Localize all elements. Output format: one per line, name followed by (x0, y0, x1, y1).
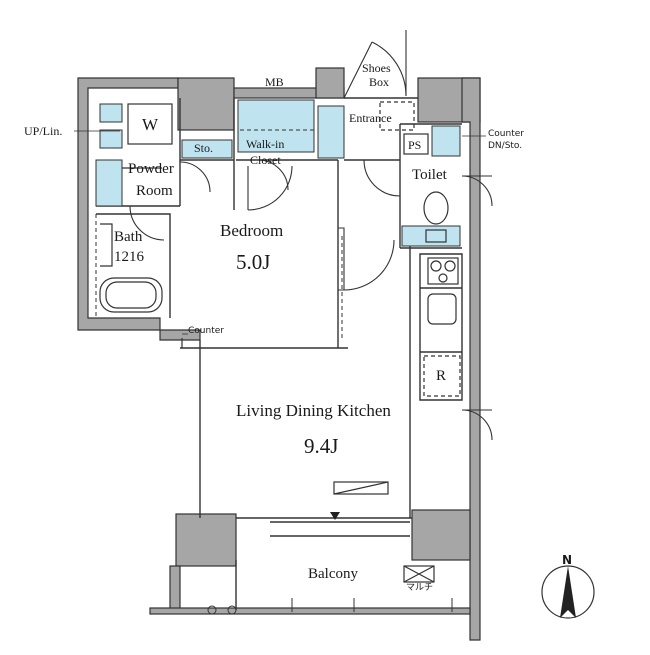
walls (77, 67, 481, 641)
bath-size: 1216 (114, 249, 144, 265)
counter-dn-annotation-2: DN/Sto. (488, 141, 523, 151)
balcony-posts (207, 598, 453, 615)
entrance-label: Entrance (349, 111, 392, 125)
ldk-size: 9.4J (304, 434, 339, 458)
counter-dn-annotation-1: Counter (488, 129, 524, 139)
doors (129, 30, 493, 441)
storage-label: Sto. (194, 141, 214, 155)
bedroom-size: 5.0J (236, 250, 271, 274)
dashed-lines (95, 129, 343, 340)
compass-label: N (562, 553, 573, 567)
refrigerator-label: R (436, 368, 447, 384)
shoes-box-label-2: Box (369, 75, 390, 89)
bedroom-label: Bedroom (220, 221, 284, 240)
window-arrow (330, 512, 340, 520)
pipe-space-label: PS (408, 138, 422, 152)
interior-lines (96, 97, 463, 610)
bath-label: Bath (114, 229, 143, 245)
powder-room-label-1: Powder (128, 161, 174, 177)
fixtures (99, 101, 461, 583)
multi-hook-label: マルチ (406, 583, 434, 593)
compass-icon (541, 565, 595, 619)
walk-in-closet-label-1: Walk-in (246, 137, 285, 151)
shoes-box-label-1: Shoes (362, 61, 391, 75)
balcony-label: Balcony (308, 566, 358, 582)
washer-label: W (142, 115, 159, 134)
walk-in-closet-label-2: Closet (250, 153, 281, 167)
counter-bedroom-label: Counter (188, 326, 224, 336)
ldk-label: Living Dining Kitchen (236, 401, 391, 420)
toilet-label: Toilet (412, 167, 447, 183)
up-lin-annotation: UP/Lin. (24, 124, 63, 138)
meter-box-label: MB (265, 75, 284, 89)
powder-room-label-2: Room (136, 183, 173, 199)
